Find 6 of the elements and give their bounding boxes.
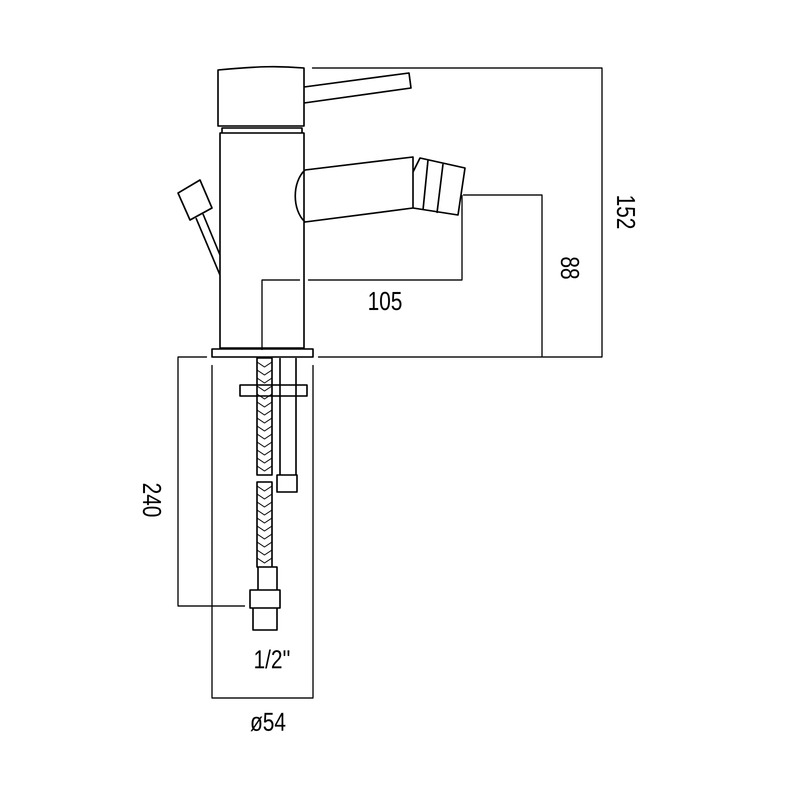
dimension-label: ø54 (250, 712, 286, 732)
dimension-label: 105 (369, 292, 402, 310)
dimension-label: 88 (560, 257, 580, 279)
dimension-label: 152 (616, 196, 636, 228)
dimension-label: 1/2'' (255, 649, 290, 669)
dimension-label: 240 (142, 484, 162, 517)
